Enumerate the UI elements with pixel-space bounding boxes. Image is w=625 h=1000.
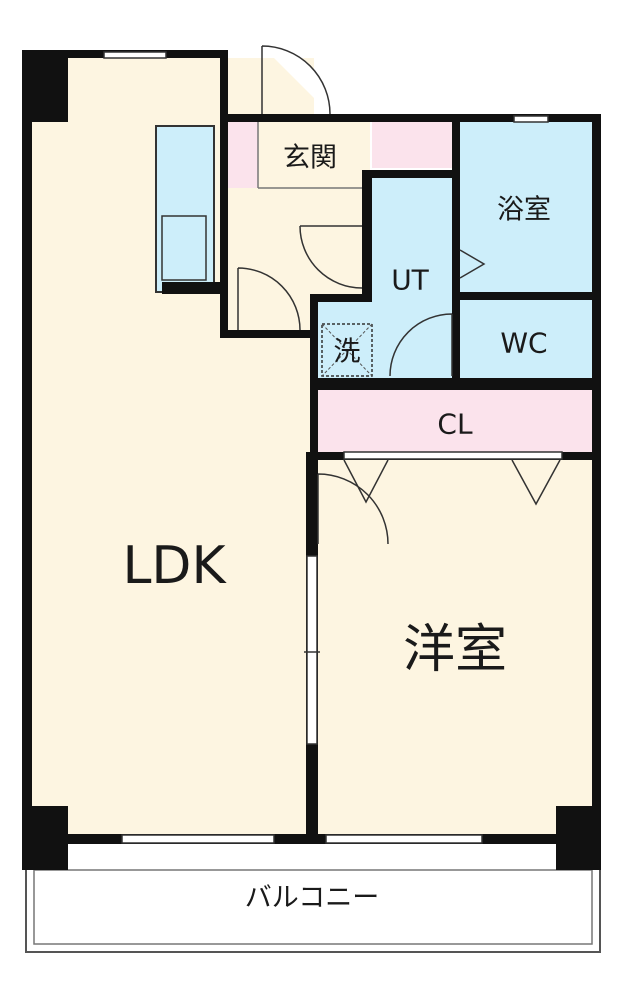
label-toilet: WC (500, 327, 547, 360)
kitchen (155, 125, 220, 294)
balcony-floor (25, 841, 601, 953)
column-bottom-right (556, 806, 601, 870)
closet-door-mark-right (511, 459, 561, 506)
label-closet: CL (437, 408, 473, 441)
washer-pan (321, 323, 373, 377)
entrance-storage-pink (372, 122, 452, 168)
entrance-shoe-area (226, 122, 258, 188)
western-door-swing (317, 473, 389, 545)
column-top-left (22, 50, 68, 122)
label-ldk: LDK (122, 536, 227, 596)
wall-left (22, 50, 32, 842)
toilet-area (460, 300, 592, 378)
window-ldk-top (103, 51, 167, 59)
label-western-room: 洋室 (403, 620, 507, 680)
wall-closet-top (310, 378, 600, 390)
column-bottom-left (22, 806, 68, 870)
closet-door-mark-left (343, 459, 389, 504)
western-room-area (318, 460, 592, 836)
windows (103, 51, 549, 844)
wall-utility-left (362, 170, 372, 302)
washer-pan-diag-2 (321, 323, 373, 377)
wall-top-right (220, 114, 600, 122)
window-ldk-bottom (121, 834, 275, 844)
utility-door-swing (389, 313, 453, 377)
label-washer: 洗 (334, 337, 361, 368)
closet-rail (343, 451, 563, 460)
label-utility: UT (391, 264, 429, 297)
wall-utility-top (362, 170, 460, 178)
sliding-partition (306, 555, 318, 745)
ldk-door-swing (237, 267, 301, 331)
wall-utility-leftvert (310, 294, 318, 454)
wall-bottom (22, 834, 600, 844)
kitchen-sink (161, 215, 207, 281)
wall-bath-left (452, 114, 460, 386)
kitchen-base (162, 282, 220, 294)
balcony-rail-inner (33, 869, 593, 945)
front-door-swing (261, 45, 331, 115)
wall-right (592, 114, 601, 842)
wall-entrance-bottom (220, 330, 318, 338)
wall-bath-wc (452, 292, 600, 300)
wall-utility-step (310, 294, 370, 302)
window-western-bottom (325, 834, 483, 844)
bath-door-mark (459, 249, 486, 279)
wall-ldk-right-upper (220, 50, 228, 338)
balcony (25, 841, 601, 953)
closet-area (318, 390, 592, 452)
label-entrance: 玄関 (283, 143, 337, 174)
room-labels: 玄関 浴室 UT WC 洗 CL LDK 洋室 バルコニー (122, 143, 551, 914)
entrance-door-swing (299, 225, 363, 289)
label-balcony: バルコニー (245, 883, 379, 914)
doors (237, 45, 563, 745)
label-bathroom: 浴室 (497, 195, 551, 226)
window-bath-top (513, 115, 549, 123)
